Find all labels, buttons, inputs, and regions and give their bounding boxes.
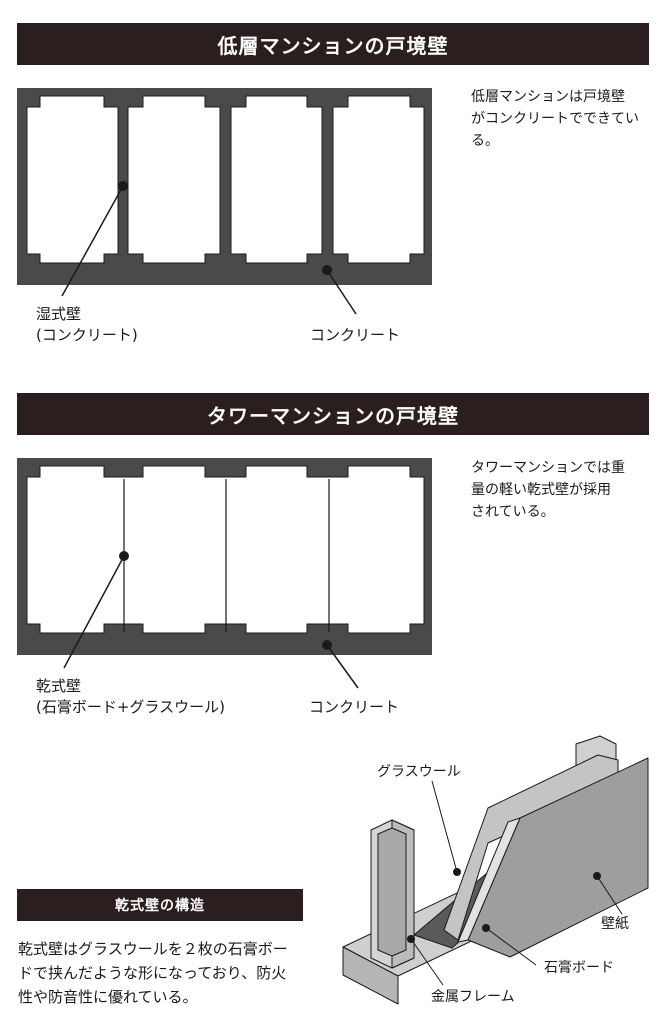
frame-label: 金属フレーム <box>431 989 515 1005</box>
section-title-tower-text: タワーマンションの戸境壁 <box>207 403 459 428</box>
section-title-structure: 乾式壁の構造 <box>17 889 303 921</box>
section-title-low-rise: 低層マンションの戸境壁 <box>17 23 649 65</box>
tower-description: タワーマンションでは重 量の軽い乾式壁が採用 されている。 <box>471 460 625 520</box>
low-rise-room-1 <box>26 95 119 264</box>
dry-wall-3d-illustration <box>342 735 649 1005</box>
wallpaper-leader <box>596 875 623 915</box>
low-rise-room-3 <box>230 95 323 264</box>
wet-wall-leader <box>61 185 124 297</box>
dry-wall-label: 乾式壁 (石膏ボード+グラスウール) <box>36 677 225 716</box>
gypsum-label: 石膏ボード <box>544 960 614 976</box>
section-title-structure-text: 乾式壁の構造 <box>115 898 205 914</box>
tower-floor-plan <box>17 458 432 689</box>
dry-wall-leader <box>63 555 125 669</box>
section-title-low-rise-text: 低層マンションの戸境壁 <box>217 33 449 58</box>
low-rise-room-4 <box>332 95 425 264</box>
wallpaper-label: 壁紙 <box>601 916 629 932</box>
wet-wall-label: 湿式壁 (コンクリート) <box>36 305 138 344</box>
structure-description: 乾式壁はグラスウールを２枚の石膏ボー ドで挟んだような形になっており、防火 性や… <box>18 940 288 1006</box>
frame-leader <box>410 938 444 986</box>
concrete-leader-1 <box>326 269 357 315</box>
concrete-label-1: コンクリート <box>310 326 401 344</box>
base-channel-front <box>342 946 399 1005</box>
glasswool-leader <box>431 780 458 873</box>
glasswool-label: グラスウール <box>377 764 461 780</box>
gypsum-leader <box>485 927 537 966</box>
low-rise-room-2 <box>127 95 221 264</box>
low-rise-description: 低層マンションは戸境壁 がコンクリートでできてい る。 <box>471 89 639 149</box>
section-title-tower: タワーマンションの戸境壁 <box>17 393 649 435</box>
concrete-label-2: コンクリート <box>309 698 400 716</box>
low-rise-floor-plan <box>17 88 432 315</box>
concrete-leader-2 <box>326 644 359 689</box>
